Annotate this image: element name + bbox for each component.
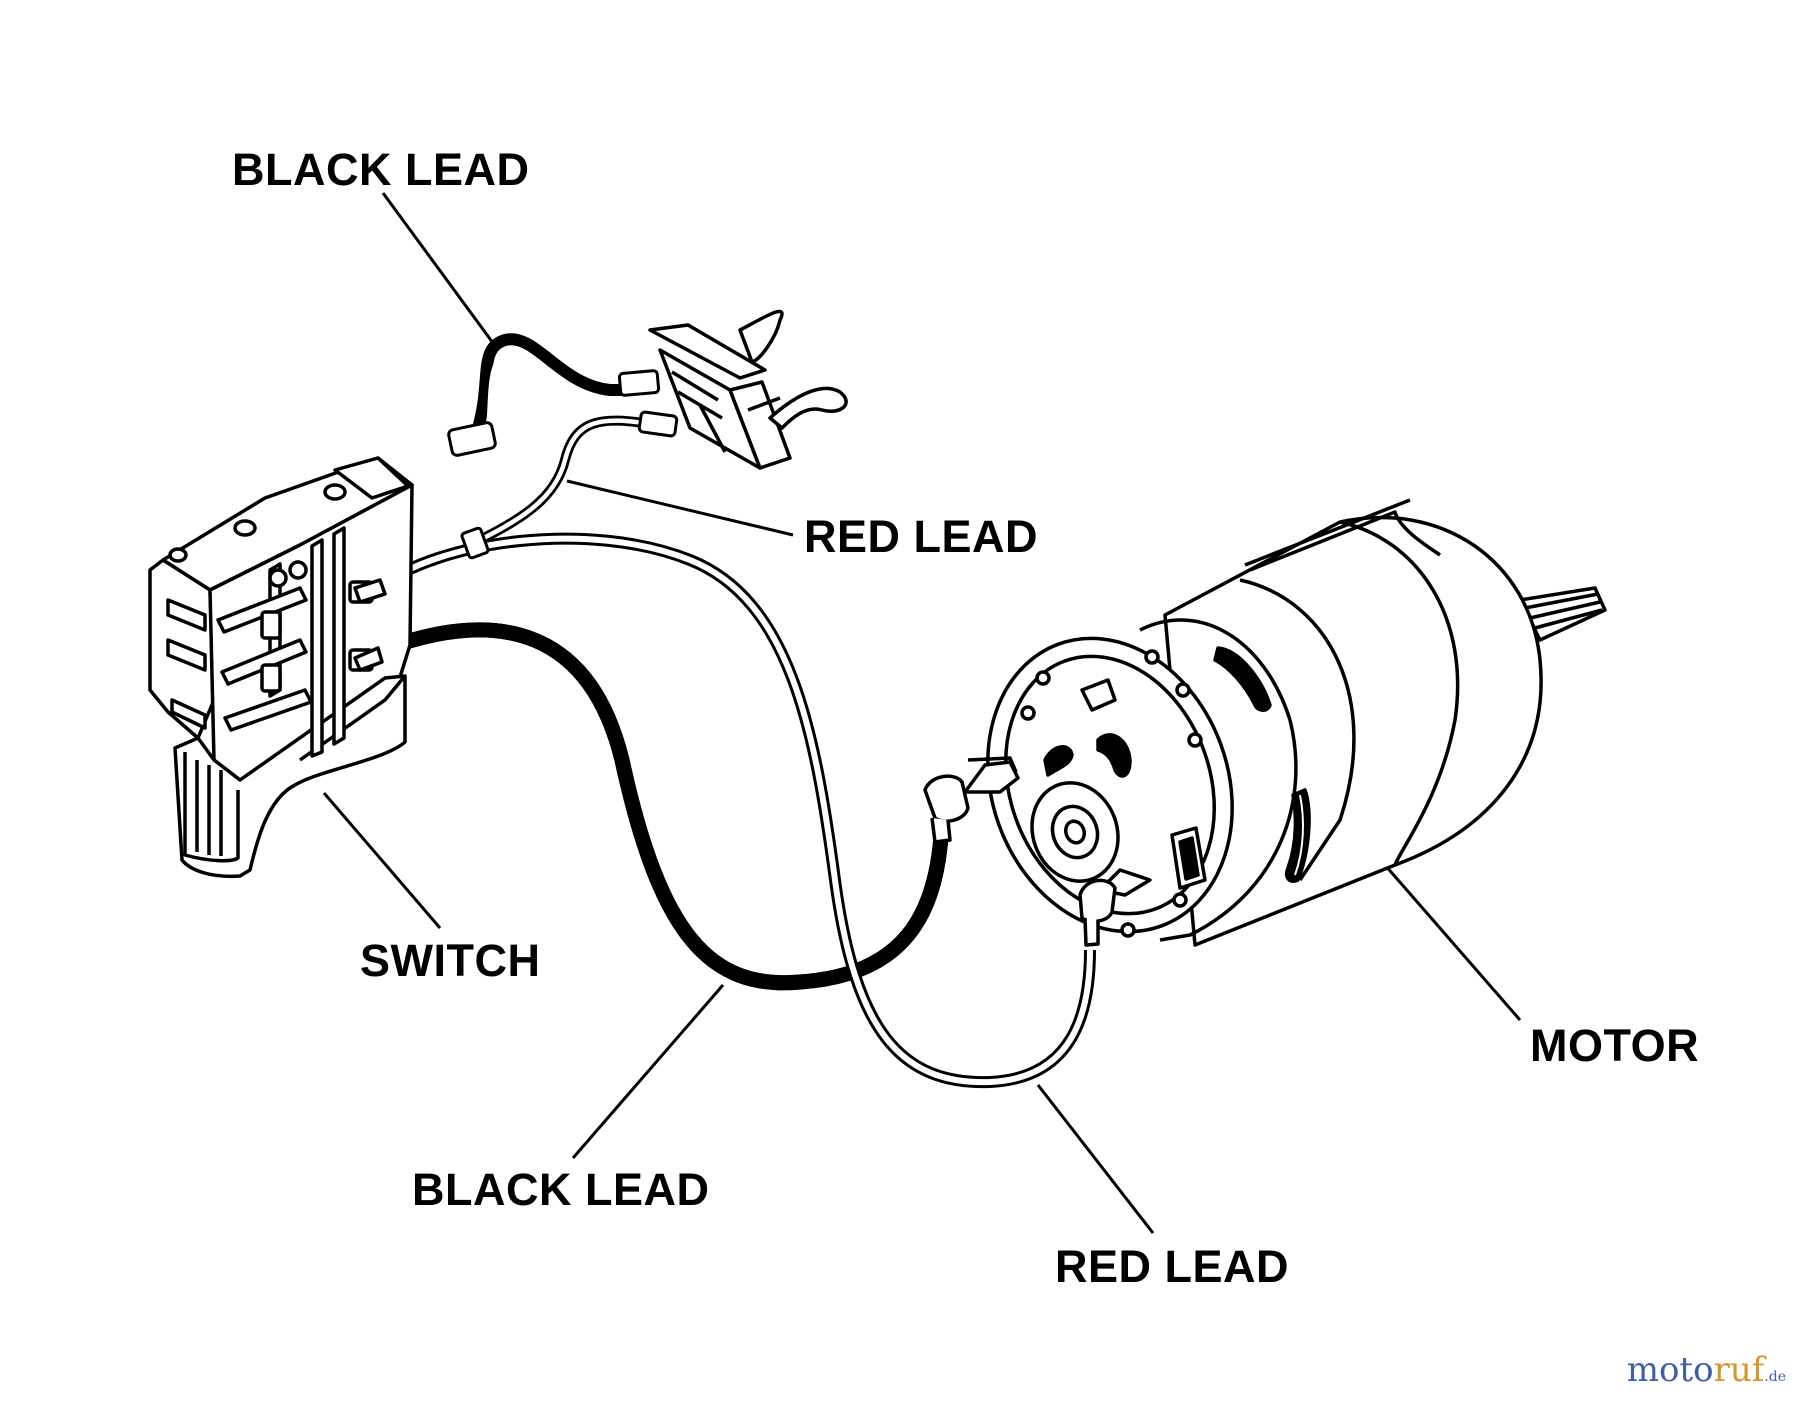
leader-black-lead-bottom xyxy=(571,984,725,1159)
label-switch: SWITCH xyxy=(360,935,541,986)
leader-red-lead-top xyxy=(566,479,794,537)
watermark-part1: moto xyxy=(1626,1350,1714,1390)
black-lead-wire-top xyxy=(472,333,638,434)
leader-lines xyxy=(322,192,1522,1234)
leader-red-lead-bottom xyxy=(1036,1084,1155,1234)
label-black-lead-top: BLACK LEAD xyxy=(232,144,530,195)
leader-switch xyxy=(322,792,442,929)
terminal-block xyxy=(648,309,848,470)
label-red-lead-top: RED LEAD xyxy=(804,511,1039,562)
watermark-part2: ruf xyxy=(1713,1350,1765,1390)
leader-motor xyxy=(1383,864,1522,1021)
black-lead-wire xyxy=(380,622,950,991)
top-connectors xyxy=(447,369,679,560)
watermark-suffix: .de xyxy=(1764,1369,1786,1385)
motor-body xyxy=(923,498,1607,947)
switch-body xyxy=(148,456,414,879)
label-black-lead-bottom: BLACK LEAD xyxy=(412,1164,710,1215)
watermark-logo: motoruf.de xyxy=(1627,1350,1786,1390)
leader-black-lead-top xyxy=(381,192,495,344)
red-lead-wire-top xyxy=(467,415,656,550)
label-motor: MOTOR xyxy=(1530,1020,1700,1071)
label-red-lead-bottom: RED LEAD xyxy=(1055,1241,1290,1292)
red-lead-wire-bottom xyxy=(374,532,1096,1089)
